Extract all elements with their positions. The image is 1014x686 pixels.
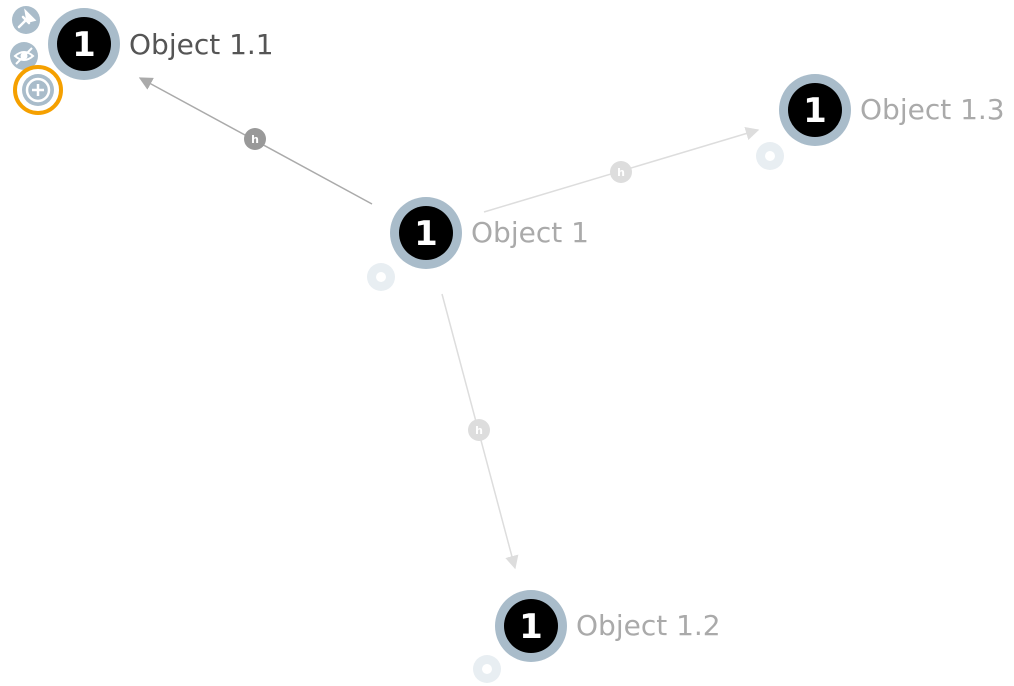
node-handle-object-1-2[interactable] xyxy=(473,655,501,683)
edge-label-3[interactable]: h xyxy=(610,161,632,183)
expand-icon xyxy=(25,77,51,103)
pin-button[interactable] xyxy=(12,6,40,34)
node-label: Object 1.2 xyxy=(576,609,721,642)
node-object-1-1[interactable]: 1 xyxy=(48,8,120,80)
node-handle-object-1[interactable] xyxy=(367,263,395,291)
hide-icon xyxy=(13,47,35,65)
hide-button[interactable] xyxy=(10,42,38,70)
node-badge: 1 xyxy=(72,25,96,65)
node-label: Object 1.3 xyxy=(860,93,1005,126)
pin-icon xyxy=(17,8,37,29)
node-badge: 1 xyxy=(414,214,438,254)
node-label: Object 1 xyxy=(471,216,589,249)
node-object-1-3[interactable]: 1 xyxy=(779,74,851,146)
edge-label-2[interactable]: h xyxy=(468,419,490,441)
node-handle-object-1-3[interactable] xyxy=(756,142,784,170)
node-badge: 1 xyxy=(519,607,543,647)
edge-label-text: h xyxy=(251,133,259,146)
node-badge: 1 xyxy=(803,91,827,131)
edge-label-1[interactable]: h xyxy=(244,128,266,150)
node-label: Object 1.1 xyxy=(129,28,274,61)
node-object-1[interactable]: 1 xyxy=(390,197,462,269)
edge-label-text: h xyxy=(475,424,483,437)
edge-label-text: h xyxy=(617,166,625,179)
expand-button[interactable] xyxy=(13,65,63,115)
node-object-1-2[interactable]: 1 xyxy=(495,590,567,662)
edges xyxy=(138,77,760,570)
